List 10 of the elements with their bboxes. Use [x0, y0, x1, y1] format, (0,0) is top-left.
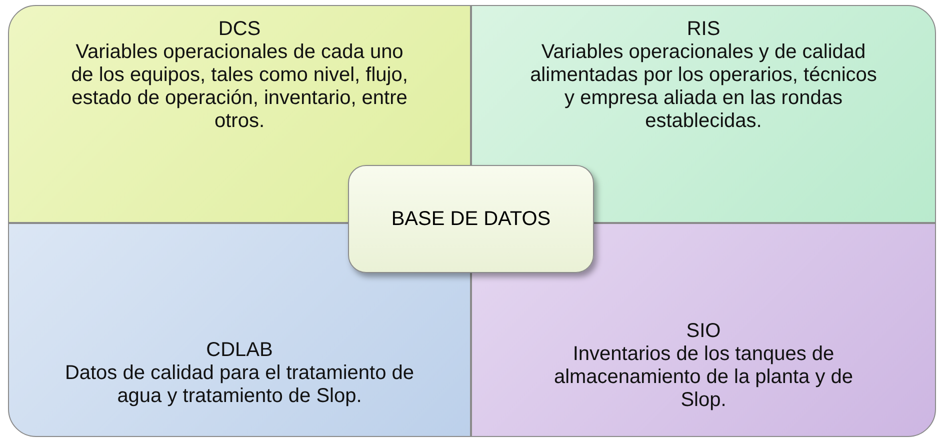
- panel-heading: CDLAB: [206, 339, 273, 362]
- center-label: BASE DE DATOS: [391, 208, 551, 230]
- panel-heading: DCS: [218, 18, 261, 41]
- panel-text: Inventarios de los tanques de almacenamiento de la planta y de Slop.: [552, 343, 854, 412]
- panel-heading: SIO: [686, 320, 721, 343]
- panel-heading: RIS: [686, 18, 720, 41]
- panel-text: Variables operacionales de cada uno de los equipos, tales como nivel, flujo, estado de operación, inventario, entre otros.: [70, 41, 409, 133]
- panel-text: Datos de calidad para el tratamiento de agua y tratamiento de Slop.: [64, 362, 414, 408]
- panel-text: Variables operacionales y de calidad alimentadas por los operarios, técnicos y empresa aliada en las rondas establecidas.: [529, 41, 878, 133]
- center-box: [348, 165, 594, 273]
